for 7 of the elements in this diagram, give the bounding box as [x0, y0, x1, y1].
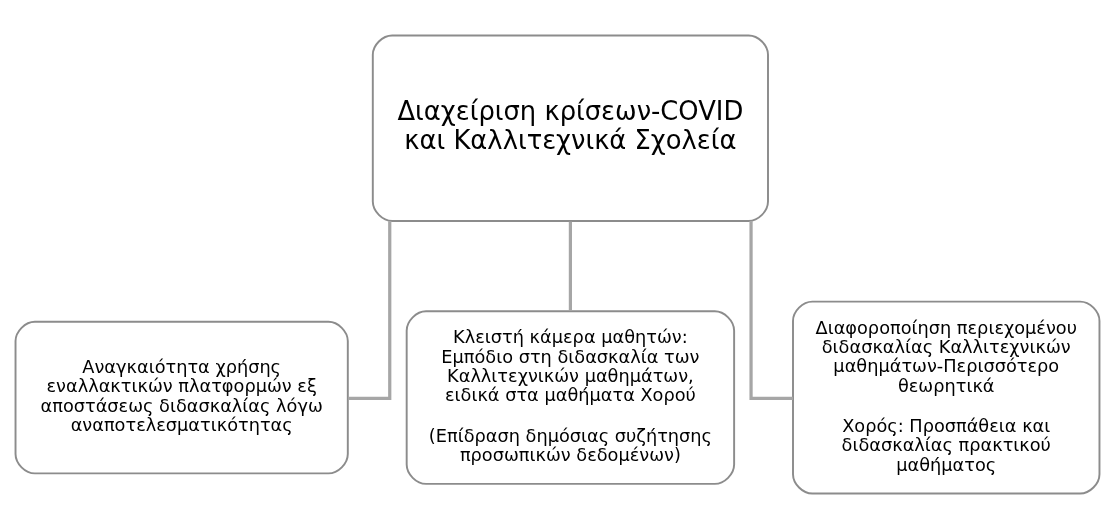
connector: [348, 220, 392, 400]
node-box: Διαφοροποίηση περιεχομένου διδασκαλίας Καλλιτεχνικών μαθημάτων-Περισσότερο θεωρητικά Χορός: Προσπάθεια και διδασκαλίας πρακτικού μαθήματος: [792, 300, 1101, 495]
connector: [749, 220, 793, 400]
node-box: Διαχείριση κρίσεων-COVID και Καλλιτεχνικά Σχολεία: [371, 34, 769, 222]
node-box: Αναγκαιότητα χρήσης εναλλακτικών πλατφορμών εξ αποστάσεως διδασκαλίας λόγω αναποτελεσματικότητας: [14, 320, 349, 474]
node-box: Κλειστή κάμερα μαθητών: Εμπόδιο στη διδασκαλία των Καλλιτεχνικών μαθημάτων, ειδικά στα μαθήματα Χορού (Επίδραση δημόσιας συζήτησης προσωπικών δεδομένων): [405, 309, 736, 485]
connector: [568, 221, 572, 311]
